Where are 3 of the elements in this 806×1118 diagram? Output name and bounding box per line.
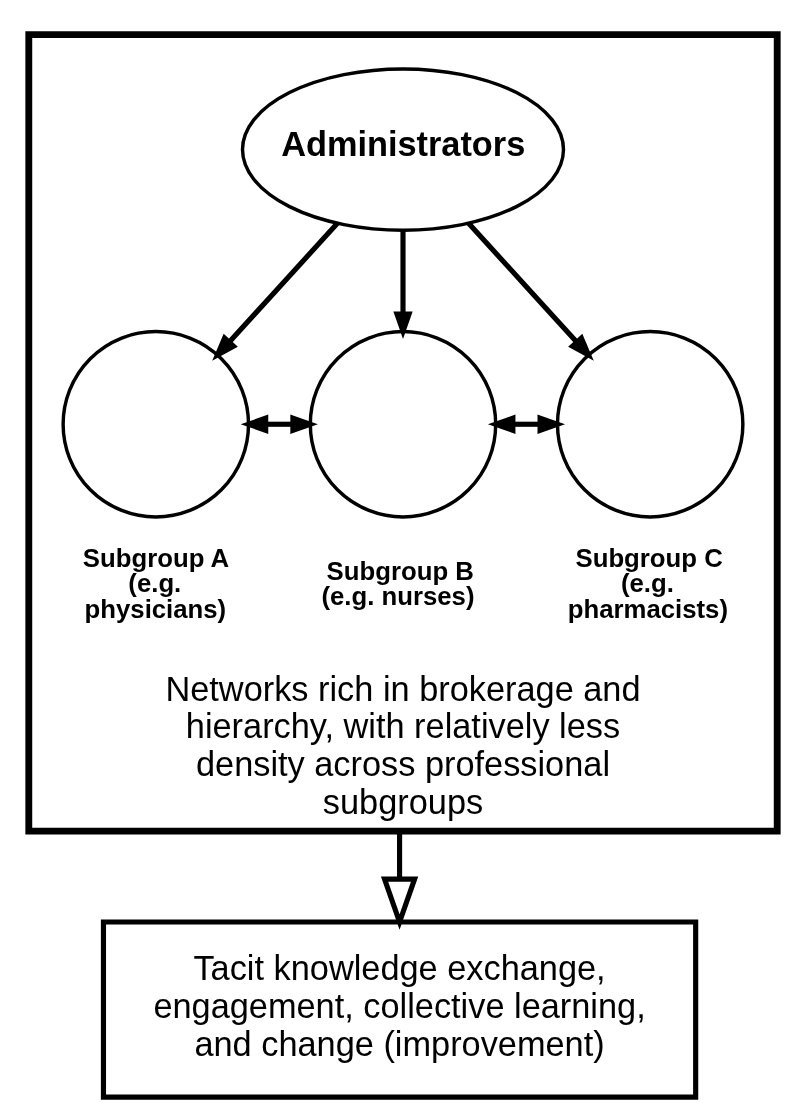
node-label: Subgroup B (e.g. nurses): [321, 556, 475, 611]
node-label: Subgroup A (e.g. physicians): [82, 543, 230, 624]
node-label: Subgroup C (e.g. pharmacists): [567, 543, 728, 624]
